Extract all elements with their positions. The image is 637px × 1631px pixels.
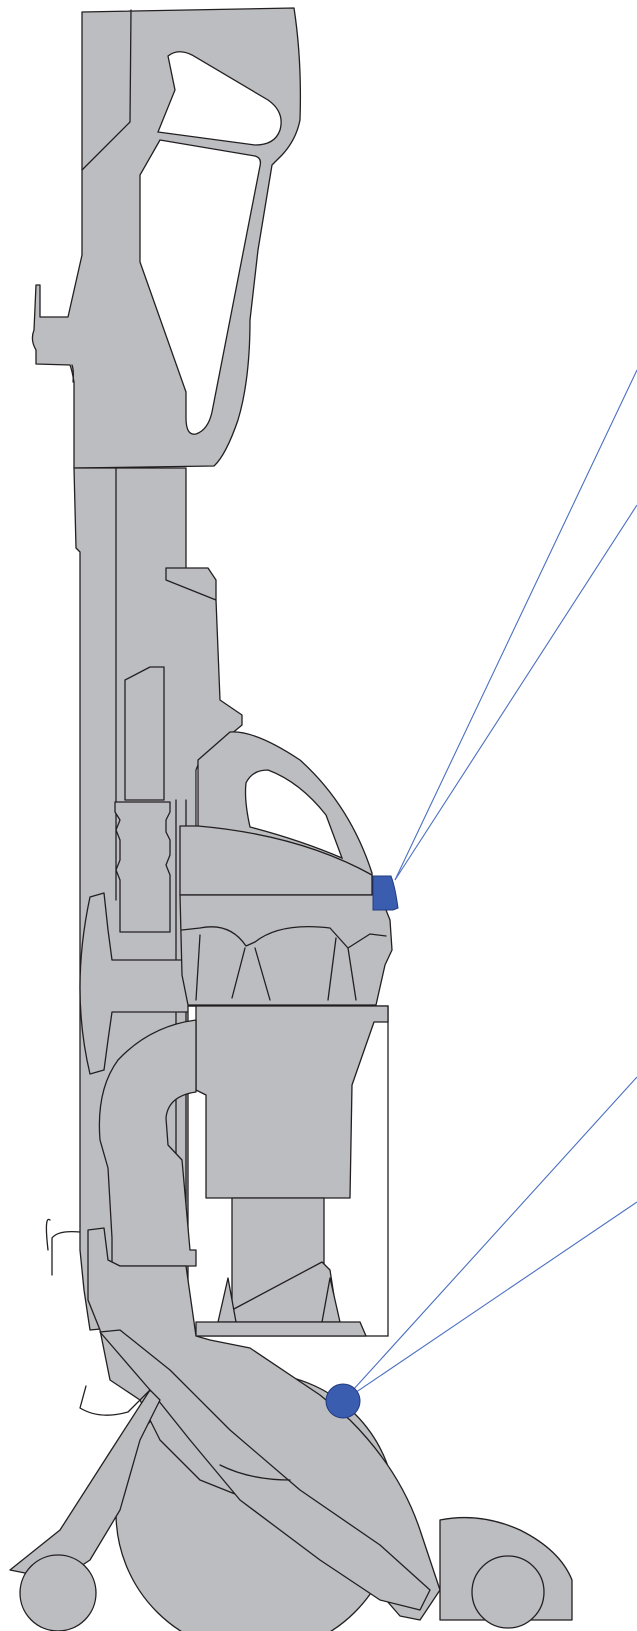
hose	[98, 1019, 197, 1267]
cyclone-release-button-highlight[interactable]	[325, 1383, 361, 1419]
dust-bin	[187, 1005, 389, 1337]
callout-line-lower-a	[342, 1076, 637, 1402]
cyclone-assembly	[179, 731, 393, 1006]
callout-line-lower-b	[342, 1201, 637, 1402]
callout-line-upper-b	[394, 504, 637, 881]
ball-base	[9, 1218, 573, 1631]
handle	[31, 7, 302, 469]
callout-line-upper-a	[394, 369, 637, 881]
bin-release-button-highlight[interactable]	[372, 875, 399, 911]
callout-lines	[342, 369, 637, 1402]
